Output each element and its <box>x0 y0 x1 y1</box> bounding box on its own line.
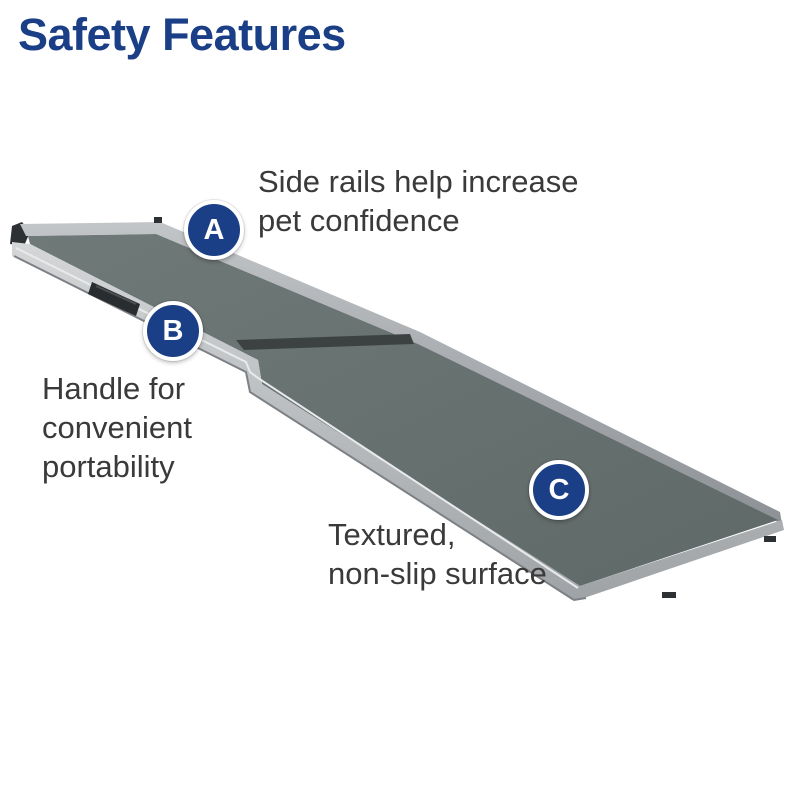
near-side-rail <box>12 242 784 600</box>
feature-c-line-2: non-slip surface <box>328 556 547 591</box>
telescoping-seam <box>236 334 414 350</box>
feature-a-badge: A <box>184 200 244 260</box>
ramp-clip <box>154 217 162 223</box>
ramp-foot <box>764 536 776 542</box>
handle-icon <box>88 282 140 316</box>
feature-b-badge: B <box>143 301 203 361</box>
handle-grip <box>95 285 137 305</box>
ramp-surface <box>28 234 778 586</box>
feature-c-description: Textured, non-slip surface <box>328 515 547 593</box>
feature-b-line-1: Handle for <box>42 371 186 406</box>
feature-b-line-2: convenient <box>42 410 192 445</box>
ramp-foot <box>662 592 676 598</box>
feature-b-description: Handle for convenient portability <box>42 369 192 486</box>
feature-c-badge: C <box>529 460 589 520</box>
feature-b-line-3: portability <box>42 449 175 484</box>
feature-a-line-1: Side rails help increase <box>258 164 579 199</box>
feature-a-line-2: pet confidence <box>258 203 460 238</box>
feature-a-description: Side rails help increase pet confidence <box>258 162 579 240</box>
feature-c-line-1: Textured, <box>328 517 456 552</box>
page-title: Safety Features <box>18 9 346 60</box>
